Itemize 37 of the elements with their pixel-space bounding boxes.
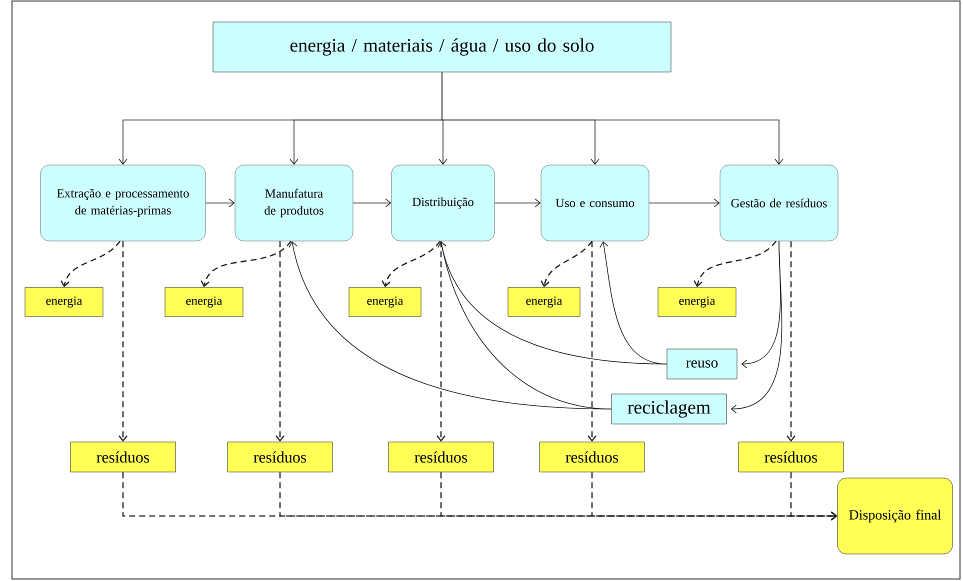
arrow (352, 198, 392, 208)
output-box: resíduos (539, 442, 645, 472)
arrow (694, 240, 776, 288)
arrow (118, 241, 128, 442)
arrow (540, 240, 593, 288)
arrow (730, 240, 782, 414)
loop-box: reciclagem (611, 394, 727, 424)
output-box: energia (508, 287, 580, 317)
process-box: Gestão de resíduos (720, 164, 838, 242)
output-box: resíduos (227, 442, 333, 472)
output-box: resíduos (738, 442, 844, 472)
output-box: resíduos (388, 442, 494, 472)
output-box: resíduos (70, 442, 176, 472)
final-box: Disposição final (837, 478, 953, 554)
arrow (790, 472, 838, 520)
arrow (786, 241, 796, 442)
arrow (382, 240, 440, 288)
output-box: energia (348, 287, 422, 317)
arrow (60, 240, 120, 288)
loop-box: reuso (666, 348, 738, 380)
output-box: energia (658, 287, 736, 317)
arrow (494, 198, 541, 208)
heading-box: energia / materiais / água / uso do solo (212, 22, 672, 72)
arrow (436, 241, 446, 442)
process-box: Extração e processamento de matérias-primas (40, 164, 206, 242)
process-box: Uso e consumo (540, 164, 650, 242)
arrow (205, 198, 235, 208)
process-box: Distribuição (391, 164, 495, 242)
output-box: energia (24, 287, 104, 317)
process-box: Manufatura de produtos (234, 164, 354, 242)
arrow (442, 72, 784, 165)
arrow (276, 241, 285, 442)
arrow (588, 241, 597, 442)
arrow (200, 240, 292, 288)
arrow (648, 198, 720, 208)
output-box: energia (164, 287, 244, 317)
arrow (288, 241, 612, 410)
